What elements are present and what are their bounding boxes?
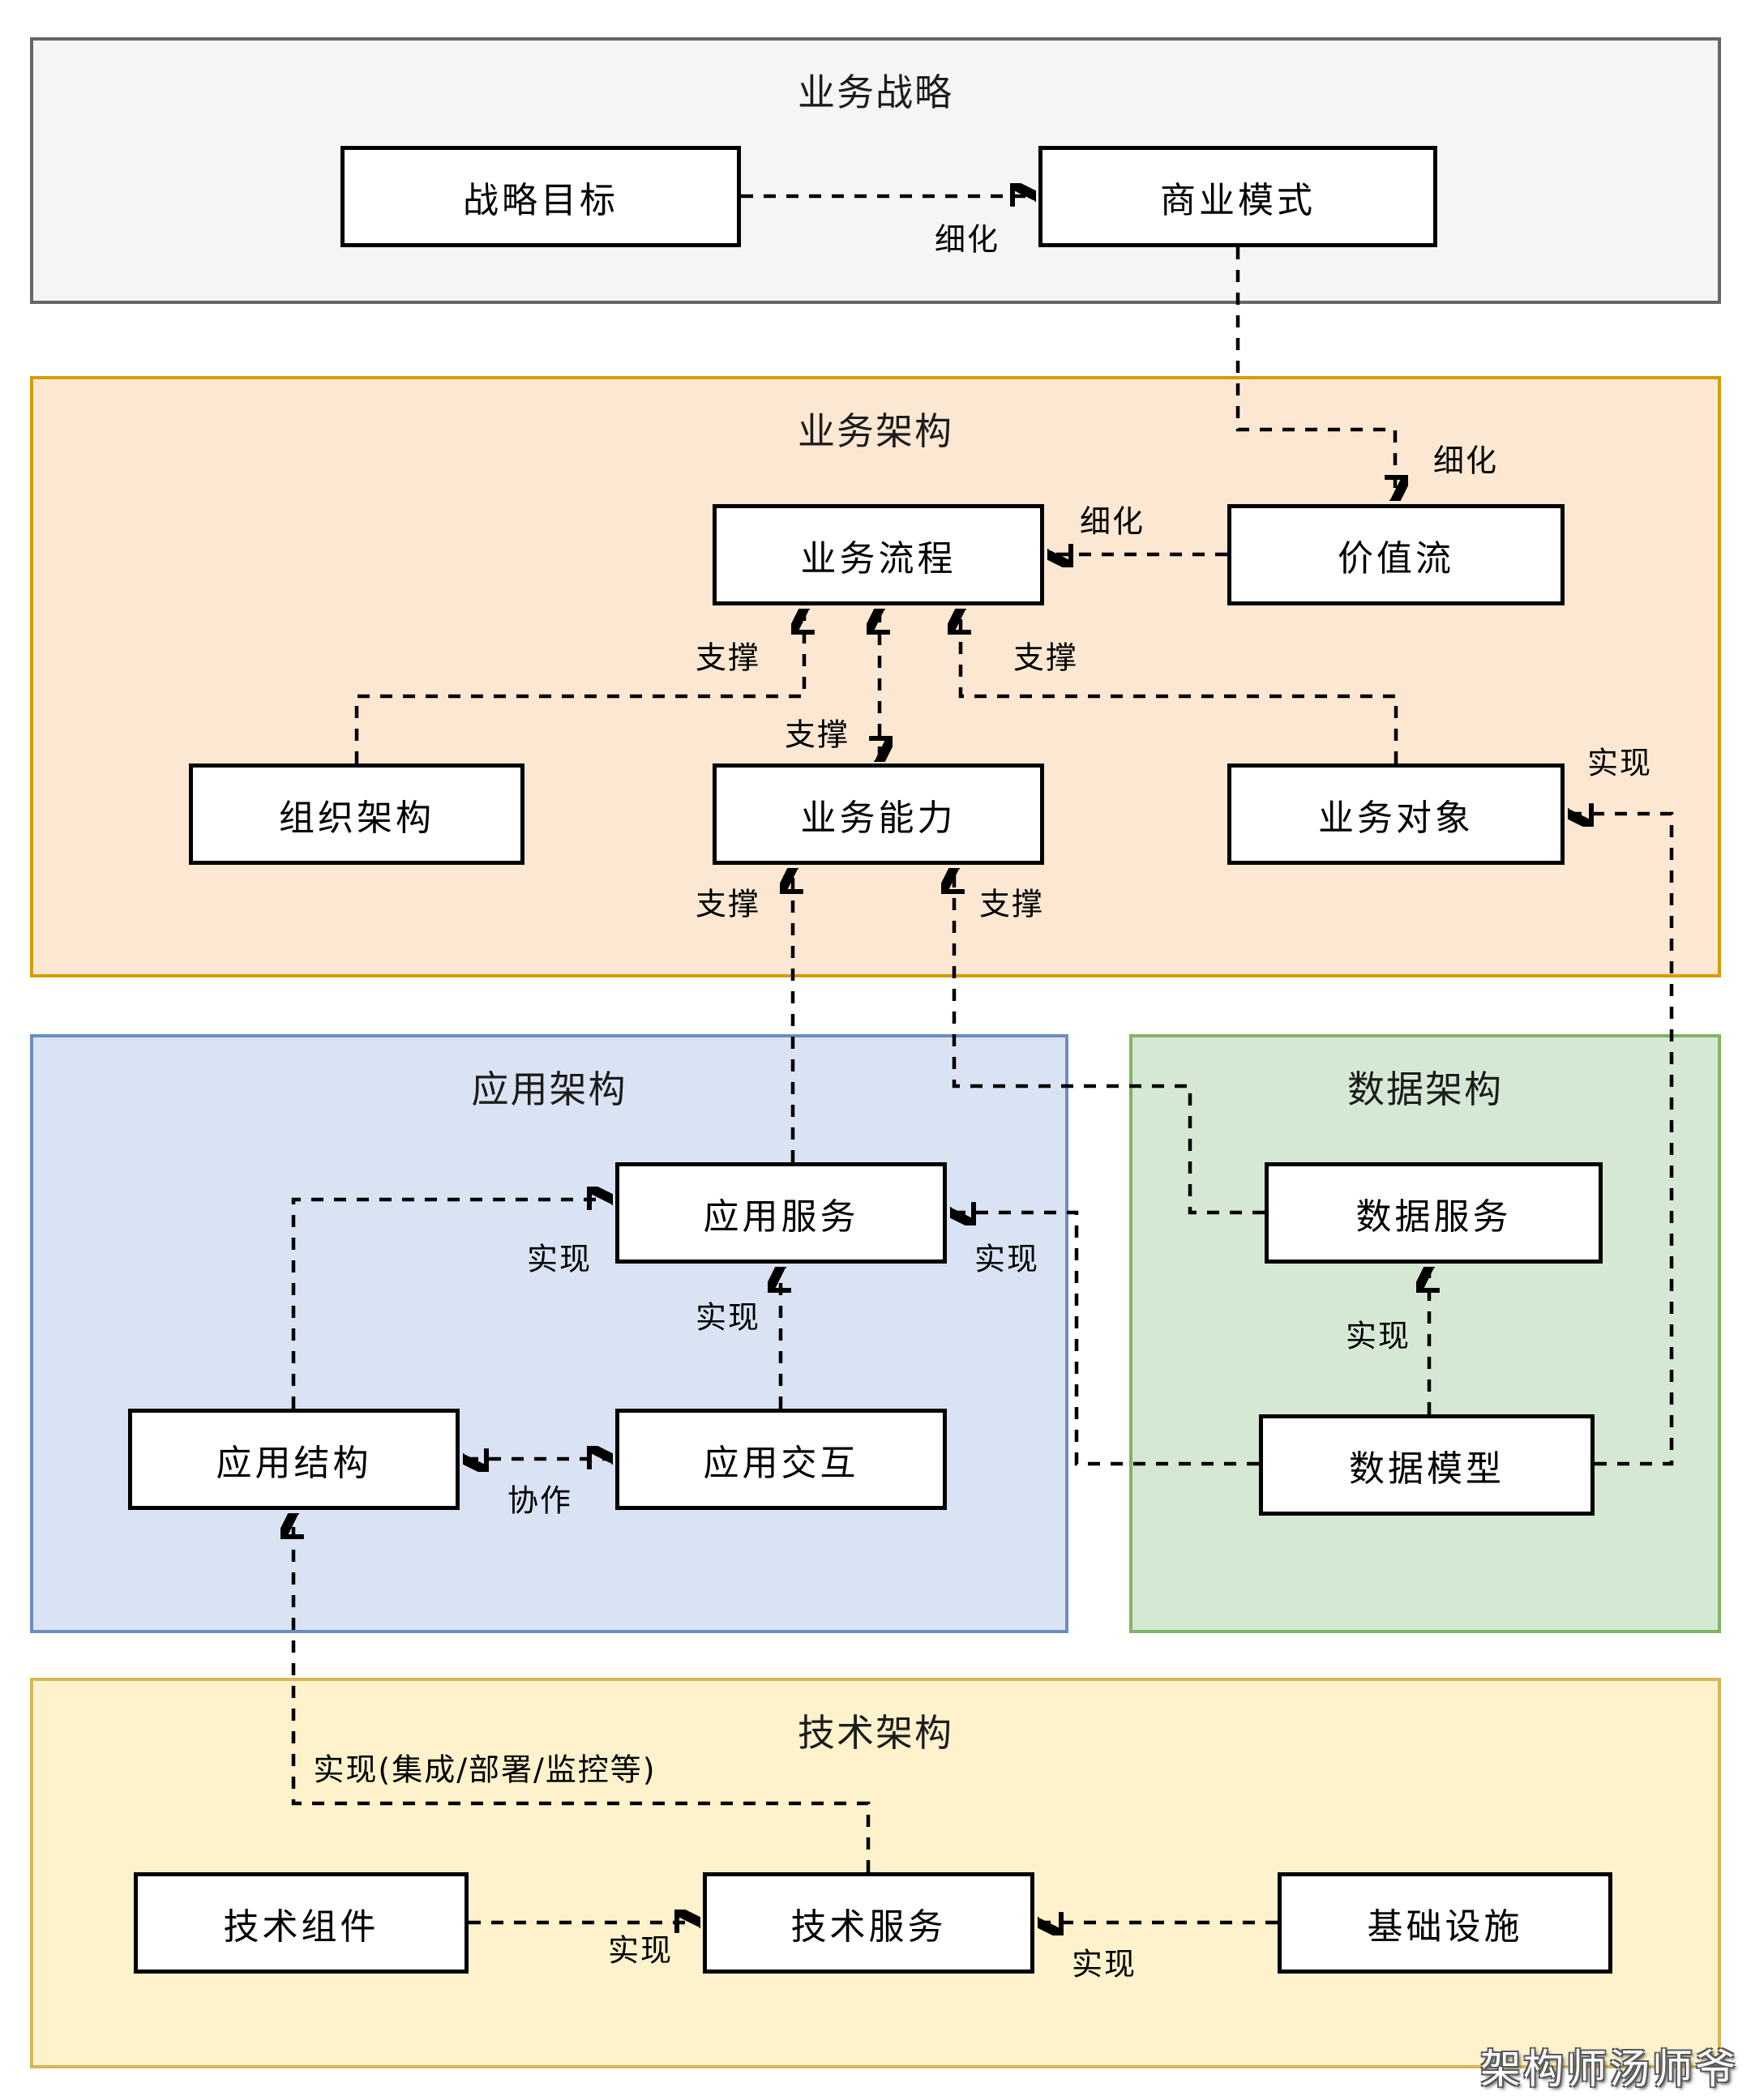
- node-org-structure: 组织架构: [189, 763, 524, 865]
- section-title-data-architecture: 数据架构: [1347, 1067, 1503, 1111]
- section-application-architecture: 应用架构: [30, 1034, 1068, 1633]
- node-tech-service: 技术服务: [703, 1872, 1034, 1974]
- edge-label-realize-appinteraction: 实现: [695, 1299, 761, 1336]
- section-title-application-architecture: 应用架构: [471, 1067, 627, 1111]
- edge-label-realize-infra: 实现: [1071, 1946, 1137, 1982]
- edge-datamodel-to-object: [1571, 814, 1674, 1466]
- node-data-service: 数据服务: [1265, 1162, 1603, 1264]
- edge-label-support-right: 支撑: [1012, 639, 1079, 676]
- edge-label-realize-object: 实现: [1586, 745, 1653, 781]
- node-app-service: 应用服务: [615, 1162, 947, 1264]
- edge-label-refine-2: 细化: [1432, 443, 1499, 479]
- section-title-business-strategy: 业务战略: [798, 71, 953, 114]
- edge-label-support-middle: 支撑: [784, 716, 850, 753]
- node-business-object: 业务对象: [1227, 763, 1565, 865]
- edge-label-collaborate: 协作: [507, 1482, 573, 1519]
- node-value-stream: 价值流: [1227, 504, 1565, 605]
- edge-label-realize-long: 实现(集成/部署/监控等): [313, 1751, 657, 1788]
- edge-label-support-dataservice: 支撑: [978, 886, 1045, 922]
- edge-label-realize-dataservice: 实现: [1345, 1318, 1411, 1354]
- node-app-interaction: 应用交互: [615, 1409, 947, 1510]
- edge-datamodel-to-appservice: [953, 1213, 1259, 1466]
- node-data-model: 数据模型: [1259, 1414, 1595, 1516]
- edge-object-to-process: [961, 612, 1398, 763]
- edge-dataservice-to-capability: [954, 871, 1265, 1215]
- edge-label-realize-component: 实现: [607, 1932, 674, 1969]
- node-infrastructure: 基础设施: [1278, 1872, 1612, 1974]
- node-app-structure: 应用结构: [128, 1409, 460, 1510]
- edge-label-support-appservice: 支撑: [695, 886, 761, 922]
- edge-appstructure-to-appservice: [291, 1200, 610, 1409]
- edge-label-realize-datamodel-app: 实现: [974, 1241, 1040, 1277]
- edge-model-to-valuestream: [1235, 247, 1395, 498]
- edge-label-support-left: 支撑: [695, 639, 761, 676]
- node-business-model: 商业模式: [1038, 146, 1437, 247]
- section-title-business-architecture: 业务架构: [798, 409, 953, 453]
- section-title-technology-architecture: 技术架构: [798, 1711, 953, 1755]
- watermark: 架构师汤师爷: [1480, 2046, 1738, 2093]
- node-strategic-goal: 战略目标: [340, 146, 741, 247]
- node-business-capability: 业务能力: [713, 763, 1044, 865]
- section-business-strategy: 业务战略: [30, 37, 1721, 304]
- edge-label-refine-3: 细化: [1079, 503, 1145, 540]
- node-tech-component: 技术组件: [134, 1872, 469, 1974]
- edge-label-refine-1: 细化: [934, 221, 1000, 258]
- edge-techservice-to-appstructure: [293, 1516, 871, 1872]
- edge-org-to-process: [354, 612, 804, 763]
- node-business-process: 业务流程: [713, 504, 1044, 605]
- edge-label-realize-appstructure: 实现: [526, 1241, 593, 1277]
- section-data-architecture: 数据架构: [1129, 1034, 1721, 1633]
